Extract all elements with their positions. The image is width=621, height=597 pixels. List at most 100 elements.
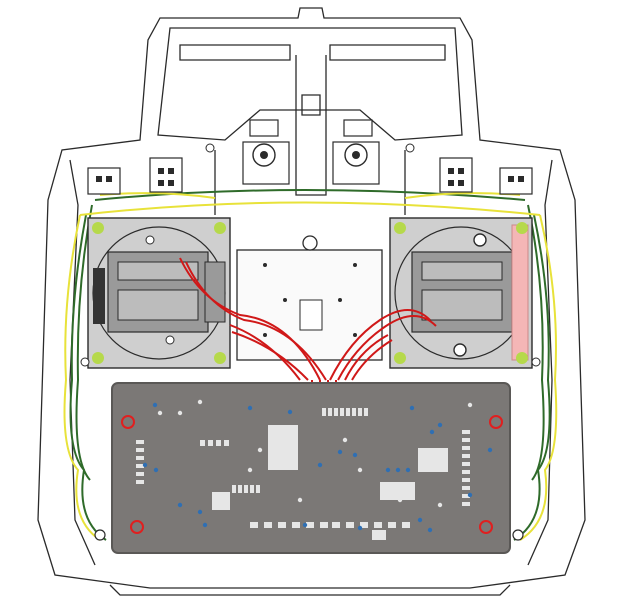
pcb-pad <box>340 408 344 416</box>
pcb-pad <box>136 480 144 484</box>
pcb-via <box>395 467 401 473</box>
pcb-pad <box>212 492 230 510</box>
gimbal-right <box>389 217 533 369</box>
connector-right-outer <box>499 167 533 195</box>
pcb-pad <box>136 472 144 476</box>
corner-marker <box>214 352 226 364</box>
corner-marker <box>92 222 104 234</box>
corner-marker <box>92 352 104 364</box>
pcb-pad <box>388 522 396 528</box>
pcb-pad <box>250 485 254 493</box>
pcb-via <box>397 497 403 503</box>
pcb-pad <box>136 440 144 444</box>
pcb-via <box>202 522 208 528</box>
pcb-via <box>287 409 293 415</box>
main-pcb <box>111 382 511 554</box>
pcb-pad <box>346 408 350 416</box>
corner-marker <box>516 222 528 234</box>
pcb-via <box>177 410 183 416</box>
pcb-via <box>342 437 348 443</box>
pcb-pad <box>136 456 144 460</box>
mount-hole-icon <box>121 415 503 534</box>
pcb-pad <box>462 462 470 466</box>
pcb-pad <box>380 482 415 500</box>
pcb-via <box>405 467 411 473</box>
pcb-pad <box>320 522 328 528</box>
throttle-slider-strip <box>511 224 529 361</box>
pcb-pad <box>136 448 144 452</box>
pcb-pad <box>374 522 382 528</box>
pcb-pad <box>200 440 205 446</box>
pcb-via <box>357 525 363 531</box>
pcb-pad <box>322 408 326 416</box>
pcb-via <box>352 452 358 458</box>
pcb-via <box>417 517 423 523</box>
pcb-via <box>153 467 159 473</box>
corner-marker <box>394 222 406 234</box>
pcb-pad <box>372 530 386 540</box>
pcb-pad <box>462 502 470 506</box>
connector-left-inner <box>149 157 183 193</box>
pcb-pad <box>244 485 248 493</box>
pcb-pad <box>306 522 314 528</box>
pcb-via <box>297 497 303 503</box>
transmitter-shell <box>37 7 586 596</box>
pcb-pad <box>224 440 229 446</box>
pcb-pad <box>268 425 298 470</box>
pcb-pad <box>216 440 221 446</box>
pcb-pad <box>462 454 470 458</box>
pcb-via <box>487 447 493 453</box>
pcb-pad <box>402 522 410 528</box>
pcb-pad <box>364 408 368 416</box>
pcb-pad <box>232 485 236 493</box>
pcb-pad <box>346 522 354 528</box>
pcb-via <box>357 467 363 473</box>
pcb-via <box>467 492 473 498</box>
pcb-pad <box>136 464 144 468</box>
pcb-pad <box>334 408 338 416</box>
pcb-pad <box>238 485 242 493</box>
pcb-pad <box>328 408 332 416</box>
pcb-via <box>247 405 253 411</box>
trim-pot-left <box>242 119 290 185</box>
pcb-via <box>437 502 443 508</box>
pcb-pad <box>462 478 470 482</box>
pcb-via <box>197 509 203 515</box>
pcb-pad <box>358 408 362 416</box>
connector-left-outer <box>87 167 121 195</box>
pcb-pad <box>462 494 470 498</box>
pcb-pad <box>256 485 260 493</box>
corner-marker <box>394 352 406 364</box>
pcb-via <box>427 527 433 533</box>
pcb-pad <box>250 522 258 528</box>
pcb-pad <box>292 522 300 528</box>
pcb-via <box>409 405 415 411</box>
pcb-components <box>136 399 493 540</box>
pcb-pad <box>462 430 470 434</box>
pcb-via <box>152 402 158 408</box>
pcb-via <box>467 402 473 408</box>
side-wire-harness <box>63 189 558 541</box>
pcb-via <box>247 467 253 473</box>
pcb-pad <box>332 522 340 528</box>
pcb-via <box>429 429 435 435</box>
pcb-via <box>177 502 183 508</box>
red-signal-wires <box>179 257 437 392</box>
pcb-via <box>257 447 263 453</box>
pcb-pad <box>462 438 470 442</box>
pcb-via <box>157 410 163 416</box>
pcb-via <box>142 462 148 468</box>
screw-icon <box>80 143 541 541</box>
pcb-pad <box>462 486 470 490</box>
center-mounting-plate <box>236 235 383 361</box>
corner-marker <box>516 352 528 364</box>
pcb-via <box>437 422 443 428</box>
pcb-via <box>302 522 308 528</box>
pcb-via <box>317 462 323 468</box>
pcb-pad <box>360 522 368 528</box>
connector-right-inner <box>439 157 473 193</box>
pcb-pad <box>264 522 272 528</box>
pcb-pad <box>208 440 213 446</box>
pcb-pad <box>418 448 448 472</box>
